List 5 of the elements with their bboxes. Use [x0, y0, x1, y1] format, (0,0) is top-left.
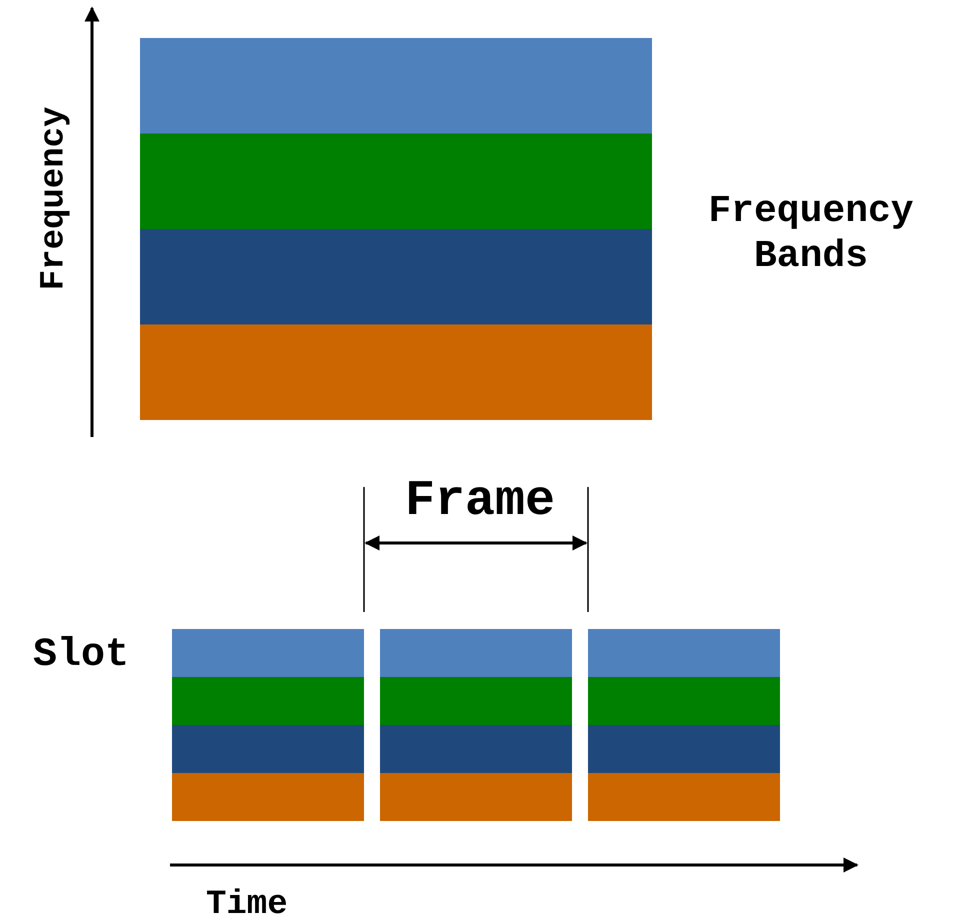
- slot-label: Slot: [33, 632, 130, 680]
- band-label: Frequency Bands: [707, 188, 915, 280]
- axis-label: Time: [206, 884, 288, 920]
- frame-label: Frame: [405, 472, 556, 532]
- axis-label: Frequency: [34, 106, 74, 290]
